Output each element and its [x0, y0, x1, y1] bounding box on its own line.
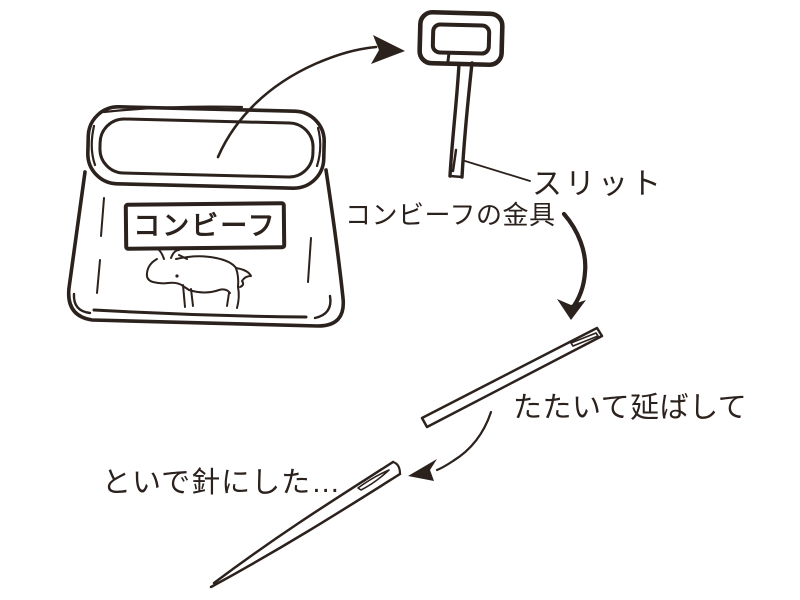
can-opening-rim — [86, 105, 326, 190]
slit-leader-line — [464, 160, 531, 182]
strip-slit — [570, 332, 599, 347]
needle — [209, 460, 402, 589]
needle-label: といで針にした… — [102, 467, 342, 499]
key-handle-inner — [430, 22, 492, 56]
slit-label: スリット — [532, 168, 664, 201]
key-slit — [451, 148, 458, 173]
can-label-plate — [123, 201, 287, 251]
flattened-strip — [420, 326, 604, 429]
key-stem — [448, 61, 474, 179]
arrowhead — [371, 35, 405, 64]
arrow-can-to-key — [216, 35, 405, 159]
fitting-label: コンビーフの金具 — [345, 200, 556, 230]
can-body — [66, 168, 346, 328]
can-opener-key — [417, 9, 505, 179]
arrowhead — [408, 459, 437, 481]
flatten-label: たたいて延ばして — [513, 392, 748, 424]
cow-icon — [145, 247, 252, 309]
arrow-key-to-strip — [557, 211, 588, 320]
arrow-strip-to-needle — [408, 410, 493, 481]
can-label-text: コンビーフ — [133, 211, 277, 241]
needle-eye — [357, 469, 390, 491]
arrowhead — [557, 299, 586, 320]
corned-beef-can — [66, 105, 346, 328]
